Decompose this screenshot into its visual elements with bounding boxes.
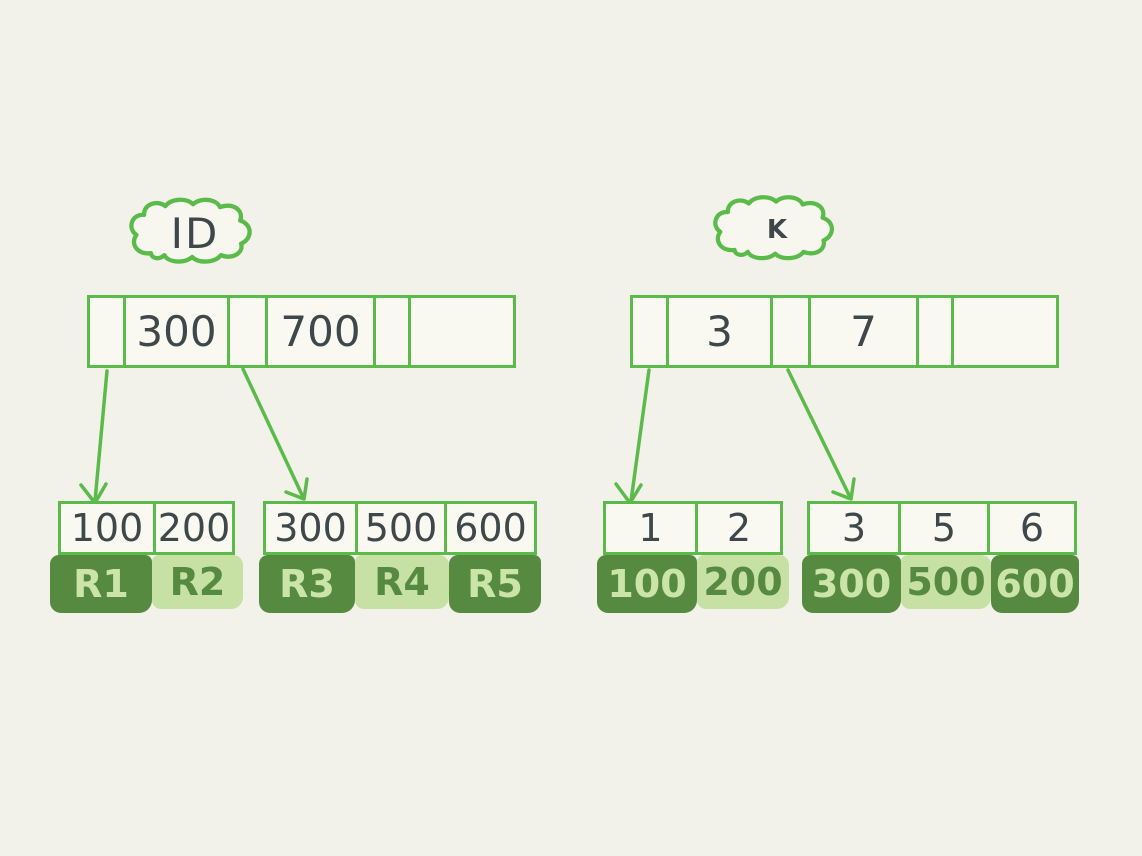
value-cell: 300 [802, 555, 901, 613]
leaf-node-values: 300 500 600 [802, 555, 1079, 613]
key-cell: 3 [841, 506, 867, 550]
root-cell: 3 [666, 298, 770, 365]
leaf-node-keys: 3 5 6 [807, 501, 1077, 555]
key-cell: 600 [444, 504, 534, 552]
root-cell [770, 298, 808, 365]
key-cell: 300 [274, 506, 347, 550]
cloud-shape-id [129, 197, 252, 264]
arrow-k-root-to-leaf1 [614, 368, 651, 505]
arrow-id-root-to-leaf2 [241, 367, 309, 501]
root-cell [90, 298, 123, 365]
root-cell: 7 [808, 298, 916, 365]
root-node-k: 3 7 [630, 295, 1059, 368]
value-cell: 500 [901, 555, 991, 609]
value-cell: 600 [991, 555, 1079, 613]
root-cell: 300 [123, 298, 227, 365]
root-cell [916, 298, 951, 365]
value-cell: R4 [355, 555, 449, 609]
root-node-id: 300 700 [87, 295, 516, 368]
key-cell: 2 [695, 504, 780, 552]
leaf-node-keys: 1 2 [603, 501, 783, 555]
value-cell: R3 [259, 555, 355, 613]
value-cell: 200 [697, 555, 789, 609]
cloud-label-k: K [766, 215, 790, 245]
root-cell [951, 298, 1056, 365]
arrow-k-root-to-leaf2 [786, 368, 856, 501]
leaf-node-values: R1 R2 [50, 555, 243, 613]
leaf-node-keys: 100 200 [58, 501, 235, 555]
key-cell: 6 [987, 504, 1074, 552]
arrow-id-root-to-leaf1 [79, 369, 109, 505]
leaf-node-values: 100 200 [597, 555, 789, 613]
key-cell: 200 [153, 504, 232, 552]
root-cell [633, 298, 666, 365]
key-cell: 5 [898, 504, 987, 552]
value-cell: 100 [597, 555, 697, 613]
cloud-label-id: ID [170, 208, 220, 258]
cloud-shape-k [713, 195, 835, 261]
leaf-node-keys: 300 500 600 [263, 501, 537, 555]
value-cell: R1 [50, 555, 152, 613]
root-cell [373, 298, 408, 365]
root-cell [227, 298, 265, 365]
root-cell [408, 298, 513, 365]
root-cell: 700 [265, 298, 373, 365]
key-cell: 500 [355, 504, 444, 552]
value-cell: R2 [152, 555, 243, 609]
key-cell: 100 [70, 506, 144, 550]
value-cell: R5 [449, 555, 541, 613]
leaf-node-values: R3 R4 R5 [259, 555, 541, 613]
key-cell: 1 [638, 506, 663, 550]
